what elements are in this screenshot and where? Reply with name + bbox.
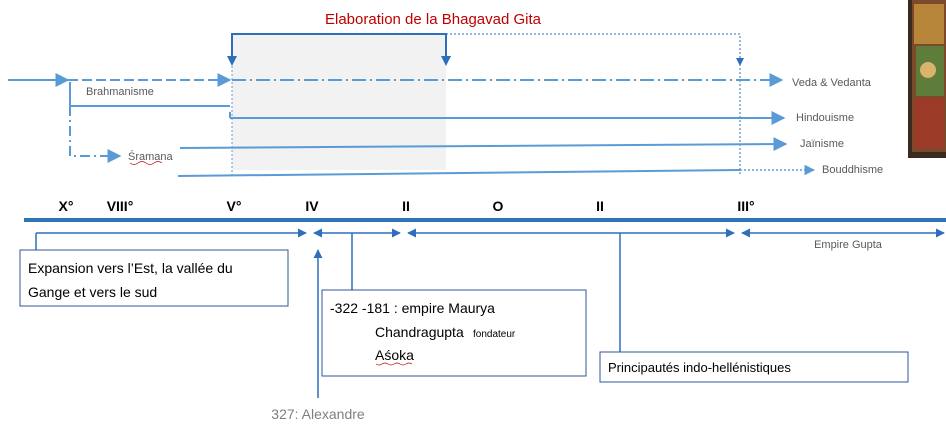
maurya-asoka: Aśoka	[375, 347, 414, 363]
maurya-chandragupta: Chandragupta	[375, 324, 464, 340]
century-iv: IV	[305, 198, 319, 214]
century-x: X°	[59, 198, 74, 214]
expansion-text-line2: Gange et vers le sud	[28, 284, 157, 300]
maurya-founder-note: fondateur	[473, 329, 516, 340]
painting-thumbnail	[908, 0, 946, 158]
gita-title: Elaboration de la Bhagavad Gita	[325, 11, 542, 28]
sramana-underline	[129, 161, 163, 165]
maurya-box	[321, 289, 587, 377]
indo-hellenic-label: Principautés indo-hellénistiques	[608, 360, 791, 375]
indo-hellenic-box	[599, 351, 909, 383]
brahmanisme-label: Brahmanisme	[86, 86, 154, 98]
jainisme-line	[179, 137, 788, 152]
hindouisme-label: Hindouisme	[796, 112, 854, 124]
century-iii: III°	[737, 198, 754, 214]
century-zero: O	[493, 198, 504, 214]
maurya-dates: -322 -181 : empire Maurya	[330, 300, 495, 316]
gita-extension-dotted	[446, 33, 741, 176]
century-viii: VIII°	[107, 198, 134, 214]
gita-extension-arrow	[736, 58, 744, 66]
asoka-underline	[375, 362, 413, 366]
alexandre-label: 327: Alexandre	[271, 406, 365, 422]
sramana-label: Śramana	[128, 150, 174, 163]
century-ii-bc: II	[402, 198, 410, 214]
gita-bracket	[231, 33, 447, 58]
century-ii-ad: II	[596, 198, 604, 214]
gita-start-arrow	[227, 56, 237, 66]
gita-period-shading	[232, 34, 446, 170]
jainisme-label: Jaïnisme	[800, 138, 844, 150]
expansion-text-line1: Expansion vers l’Est, la vallée du	[28, 260, 233, 276]
sramana-branch	[69, 106, 122, 163]
century-v: V°	[227, 198, 242, 214]
gita-end-arrow	[441, 56, 451, 66]
expansion-box	[19, 249, 289, 307]
gupta-label: Empire Gupta	[814, 239, 883, 251]
bouddhisme-label: Bouddhisme	[822, 164, 883, 176]
bouddhisme-line	[177, 169, 741, 177]
veda-label: Veda & Vedanta	[792, 77, 872, 89]
